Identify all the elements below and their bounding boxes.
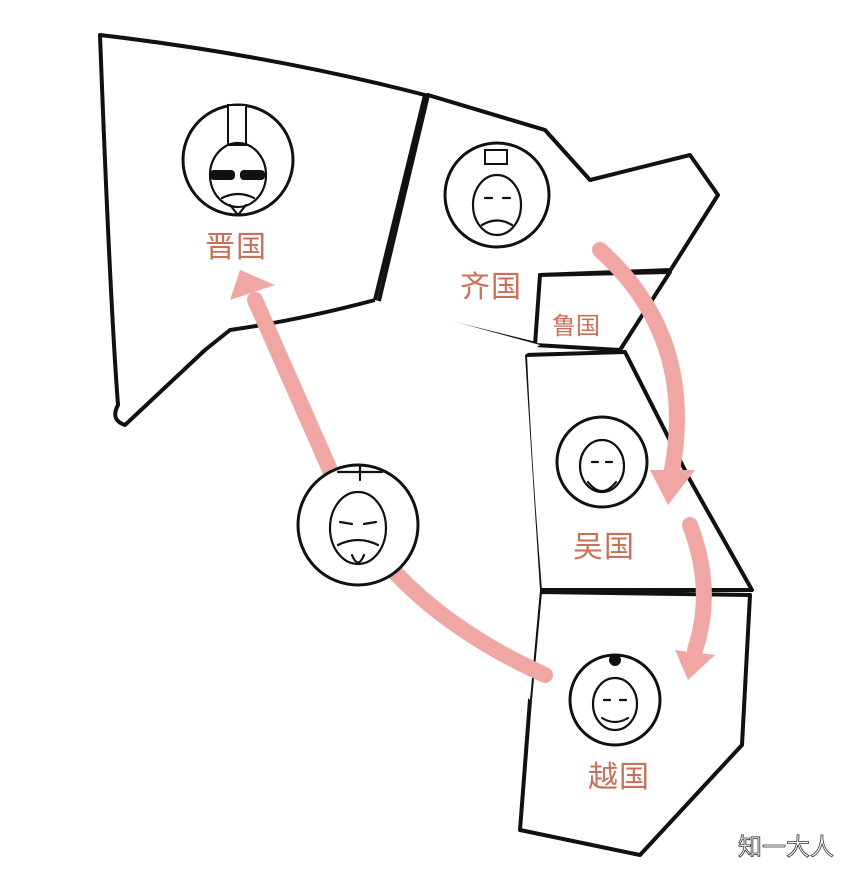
arrow-head-jin <box>230 270 275 300</box>
arrow-head-wu <box>650 470 695 505</box>
portrait-wu <box>555 415 649 509</box>
watermark: 知一大人 <box>738 833 834 861</box>
portrait-king <box>296 463 420 587</box>
label-qi: 齐国 <box>460 270 522 305</box>
portrait-yue <box>568 653 662 747</box>
arrow-qi-to-wu <box>592 242 685 488</box>
portrait-qi <box>443 141 551 249</box>
label-lu: 鲁国 <box>552 312 600 340</box>
portrait-jin <box>181 103 295 217</box>
arrow-wu-to-yue <box>682 517 712 658</box>
region-west <box>375 300 540 700</box>
label-yue: 越国 <box>588 760 650 795</box>
arrow-head-yue <box>675 650 715 680</box>
label-jin: 晋国 <box>205 230 267 265</box>
region-jin <box>98 33 427 427</box>
label-wu: 吴国 <box>573 530 635 565</box>
